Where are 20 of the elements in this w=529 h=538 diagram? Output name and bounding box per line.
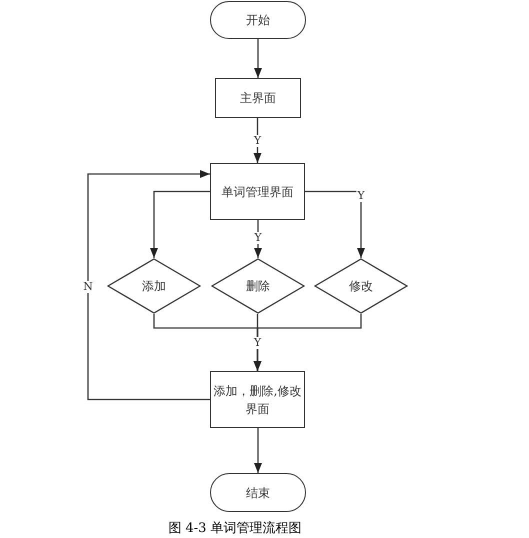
- arrow: [254, 428, 262, 473]
- arrow: [87, 170, 210, 400]
- edge-label: Y: [252, 134, 262, 146]
- decision-diamond: 修改: [314, 258, 408, 314]
- terminal-shape: 结束: [210, 473, 306, 512]
- decision-diamond: 添加: [107, 258, 201, 314]
- edge-label: Y: [253, 232, 263, 244]
- arrow: [305, 190, 365, 258]
- edge-label: N: [82, 280, 94, 293]
- arrow: [254, 39, 262, 78]
- decision-diamond: 删除: [211, 258, 305, 314]
- caption: 图 4-3 单词管理流程图: [167, 520, 303, 537]
- process-box: 主界面: [215, 78, 301, 118]
- arrow: [254, 314, 362, 371]
- process-box: 添加，删除,修改界面: [210, 371, 305, 428]
- edge-label: Y: [252, 337, 262, 349]
- edge-label: Y: [356, 190, 366, 202]
- process-box: 单词管理界面: [210, 163, 305, 220]
- arrow: [150, 190, 210, 258]
- terminal-shape: 开始: [210, 1, 306, 39]
